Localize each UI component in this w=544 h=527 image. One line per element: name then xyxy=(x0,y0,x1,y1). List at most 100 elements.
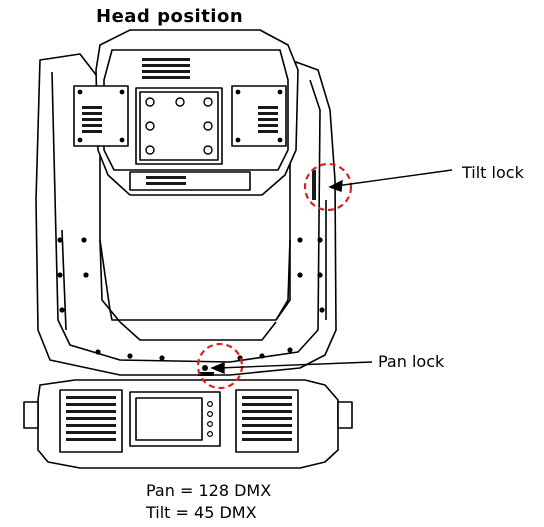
base-vents xyxy=(66,396,292,441)
vent-slot xyxy=(242,438,292,441)
screw-dot xyxy=(83,272,89,278)
screw-dot xyxy=(317,272,323,278)
plate-screw xyxy=(203,121,213,131)
screw-dot xyxy=(287,347,293,353)
screw-dot xyxy=(77,137,83,143)
head-bottom-panel xyxy=(129,171,251,191)
vent-slot xyxy=(242,410,292,413)
vent-slot xyxy=(146,176,186,179)
screw-dot xyxy=(319,307,325,313)
display-buttons xyxy=(207,401,214,438)
vent-slot xyxy=(82,124,102,127)
screw-dot xyxy=(277,137,283,143)
screw-dot xyxy=(59,307,65,313)
screw-dot xyxy=(77,89,83,95)
display-screen xyxy=(135,397,203,441)
tilt-lock-leader xyxy=(335,169,453,187)
screw-dot xyxy=(259,353,265,359)
tilt-dmx-value: Tilt = 45 DMX xyxy=(146,503,257,522)
vent-slot xyxy=(66,410,116,413)
pan-lock-bar xyxy=(198,372,214,376)
vent-slot xyxy=(258,106,278,109)
vent-slot xyxy=(142,70,190,73)
screw-dot xyxy=(235,89,241,95)
base-left-vent-frame xyxy=(59,389,123,453)
pan-lock-leader xyxy=(217,361,373,369)
vent-slot xyxy=(142,76,190,79)
head-vents xyxy=(82,58,278,185)
vent-slot xyxy=(242,424,292,427)
vent-slot xyxy=(242,417,292,420)
plate-screw xyxy=(203,97,213,107)
vent-slot xyxy=(66,438,116,441)
screw-dot xyxy=(119,137,125,143)
yoke-edge-detail xyxy=(61,200,327,331)
head-right-panel xyxy=(231,85,287,147)
yoke-bridge-inner xyxy=(119,321,277,341)
yoke-arms xyxy=(35,53,337,376)
vent-slot xyxy=(258,124,278,127)
vent-slot xyxy=(142,58,190,61)
screw-dot xyxy=(95,349,101,355)
pan-lock-arrowhead xyxy=(210,361,225,375)
screw-dot xyxy=(317,237,323,243)
vent-slot xyxy=(66,424,116,427)
control-button xyxy=(207,411,214,418)
yoke-screws xyxy=(57,237,325,361)
base-left-handle xyxy=(23,401,39,429)
pan-lock-mechanism xyxy=(198,365,214,376)
control-button xyxy=(207,431,214,438)
vent-slot xyxy=(142,64,190,67)
screw-dot xyxy=(297,237,303,243)
tilt-lock-highlight xyxy=(303,162,353,212)
vent-slot xyxy=(66,403,116,406)
screw-dot xyxy=(57,272,63,278)
callout-leaders xyxy=(210,169,453,375)
plate-screws xyxy=(145,97,213,155)
screw-dot xyxy=(127,353,133,359)
vent-slot xyxy=(66,396,116,399)
screw-dot xyxy=(297,272,303,278)
vent-slot xyxy=(82,118,102,121)
pan-lock-label: Pan lock xyxy=(378,352,445,371)
base-right-handle xyxy=(337,401,353,429)
yoke-outline xyxy=(35,53,337,376)
screw-dot xyxy=(235,137,241,143)
tilt-lock-arrowhead xyxy=(328,179,343,192)
screw-dot xyxy=(119,89,125,95)
vent-slot xyxy=(258,118,278,121)
vent-slot xyxy=(242,431,292,434)
tilt-lock-label: Tilt lock xyxy=(462,163,524,182)
vent-slot xyxy=(82,106,102,109)
tilt-lock-mechanism xyxy=(312,170,316,200)
head-center-plate xyxy=(135,87,223,165)
vent-slot xyxy=(258,112,278,115)
tilt-lock-bar xyxy=(312,170,316,200)
vent-slot xyxy=(242,396,292,399)
pan-dmx-value: Pan = 128 DMX xyxy=(146,481,272,500)
vent-slot xyxy=(66,417,116,420)
vent-slot xyxy=(258,130,278,133)
screw-dot xyxy=(159,355,165,361)
head-left-panel xyxy=(73,85,129,147)
head-plate-border xyxy=(139,91,219,161)
plate-screw xyxy=(145,145,155,155)
vent-slot xyxy=(82,130,102,133)
vent-slot xyxy=(66,431,116,434)
base-unit xyxy=(23,379,353,469)
plate-screw xyxy=(145,121,155,131)
head-side-dots xyxy=(77,89,283,143)
screw-dot xyxy=(277,89,283,95)
base-right-vent-frame xyxy=(235,389,299,453)
vent-slot xyxy=(242,403,292,406)
diagram-title: Head position xyxy=(96,6,244,27)
screw-dot xyxy=(81,237,87,243)
pan-lock-highlight xyxy=(196,342,244,390)
plate-screw xyxy=(203,145,213,155)
yoke-bridge xyxy=(99,239,291,323)
yoke-inner-line xyxy=(51,71,321,363)
control-button xyxy=(207,421,214,428)
screw-dot xyxy=(57,237,63,243)
